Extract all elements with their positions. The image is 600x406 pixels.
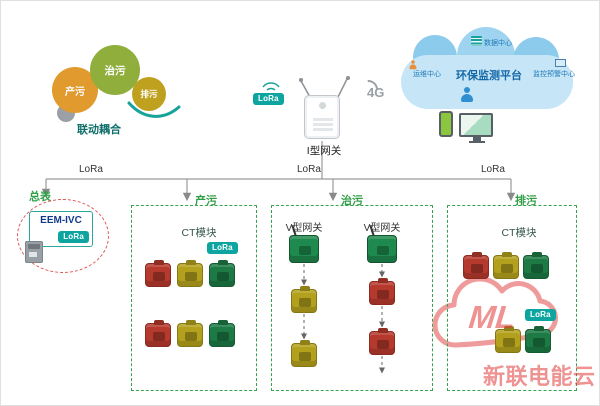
cloud-title: 环保监测平台 xyxy=(456,70,522,82)
ct-module-red-icon xyxy=(369,331,395,355)
vgateway1-label: V型网关 xyxy=(285,223,323,234)
lora-signal-icon xyxy=(262,82,280,88)
meter-section-label: 总表 xyxy=(29,191,51,203)
ct-module-red-icon xyxy=(369,281,395,305)
watermark-monogram: ML xyxy=(467,299,518,335)
eem-device-name: EEM-IVC xyxy=(40,215,82,226)
antenna-right-icon xyxy=(337,78,348,98)
ct-module-yellow-icon xyxy=(177,263,203,287)
eem-lora-badge: LoRa xyxy=(58,230,89,243)
ct-module-green-icon xyxy=(523,255,549,279)
ops-person-icon xyxy=(408,60,418,70)
gear-paiwu-label: 排污 xyxy=(140,89,158,99)
meter-ellipse xyxy=(17,199,109,273)
desktop-monitor-icon xyxy=(459,113,493,143)
energy-meter-icon xyxy=(25,241,43,263)
bus-lora-middle: LoRa xyxy=(297,164,321,175)
gear-zhiwu-icon: 治污 xyxy=(90,45,140,95)
gateway-label: I型网关 xyxy=(306,145,342,157)
chanwu-section-label: 产污 xyxy=(195,195,217,207)
cloud-platform: 数据中心 环保监测平台 运维中心 监控预警中心 xyxy=(397,27,581,121)
type1-gateway-device xyxy=(304,95,340,139)
paiwu-box xyxy=(447,205,577,391)
zhiwu-box xyxy=(271,205,433,391)
smartphone-icon xyxy=(439,111,453,137)
gear-zhiwu-label: 治污 xyxy=(104,64,126,77)
chanwu-box xyxy=(131,205,257,391)
datacenter-server-icon xyxy=(471,36,482,46)
v-gateway-device-icon xyxy=(367,235,397,263)
4g-signal-icon: 4G xyxy=(367,85,384,100)
vgateway2-label: V型网关 xyxy=(363,223,401,234)
gateway-lora-badge: LoRa xyxy=(253,93,284,106)
cloud-top-label: 数据中心 xyxy=(484,40,512,47)
bus-lora-left: LoRa xyxy=(79,164,103,175)
ct-module-green-icon xyxy=(525,329,551,353)
gear-caption: 联动耦合 xyxy=(77,124,121,136)
antenna-left-tip xyxy=(299,78,303,82)
ct-module-yellow-icon xyxy=(493,255,519,279)
user-person-icon xyxy=(459,87,475,103)
ct-module-red-icon xyxy=(145,323,171,347)
gear-chanwu-label: 产污 xyxy=(65,86,85,98)
cloud-left-label: 运维中心 xyxy=(413,71,441,78)
ct-module-green-icon xyxy=(209,323,235,347)
paiwu-module-label: CT模块 xyxy=(501,227,537,239)
gear-paiwu-icon: 排污 xyxy=(132,77,166,111)
ct-module-green-icon xyxy=(209,263,235,287)
monitor-center-icon xyxy=(555,59,566,67)
paiwu-lora-badge: LoRa xyxy=(525,309,556,322)
ct-module-yellow-icon xyxy=(291,343,317,367)
antenna-right-tip xyxy=(346,76,350,80)
zhiwu-section-label: 治污 xyxy=(341,195,363,207)
ct-module-yellow-icon xyxy=(495,329,521,353)
4g-label: 4G xyxy=(367,85,385,100)
ct-module-yellow-icon xyxy=(177,323,203,347)
ct-module-red-icon xyxy=(145,263,171,287)
bus-lora-right: LoRa xyxy=(481,164,505,175)
chanwu-module-label: CT模块 xyxy=(181,227,217,239)
ct-module-red-icon xyxy=(463,255,489,279)
cloud-base-icon xyxy=(401,55,573,109)
lora-signal-icon-inner xyxy=(266,87,276,91)
watermark-text: 新联电能云 xyxy=(483,364,596,389)
v-gateway-device-icon xyxy=(289,235,319,263)
chanwu-lora-badge: LoRa xyxy=(207,242,238,255)
cloud-right-label: 监控预警中心 xyxy=(533,71,575,78)
paiwu-section-label: 排污 xyxy=(515,195,537,207)
ct-module-yellow-icon xyxy=(291,289,317,313)
